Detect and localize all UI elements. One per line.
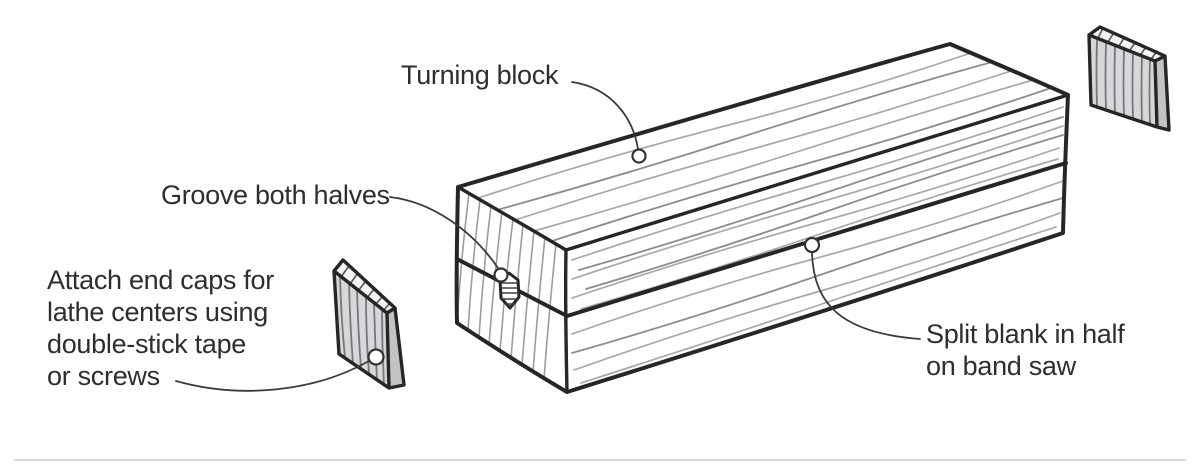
callout-dot-turning-block [631,148,647,164]
split-label: Split blank in half on band saw [926,318,1125,382]
front-face-grain-lower [571,180,1064,384]
leader-end-caps [175,360,370,392]
leader-lines [175,81,921,392]
block-outline [454,42,1070,394]
callout-dot-groove [493,267,509,283]
top-face-grain [477,52,1052,242]
end-cap-right-grain [1095,29,1158,126]
groove-cutout [498,271,521,310]
turning-block-label: Turning block [401,60,559,90]
leader-turning-block [571,81,639,150]
block-top-face [458,44,1068,250]
split-label-line1: Split blank in half [926,319,1125,349]
groove-label: Groove both halves [161,180,390,210]
end-caps-label-line3: double-stick tape [47,329,247,359]
split-label-line2: on band saw [926,351,1076,381]
callout-dot-end-cap [367,348,385,366]
callout-dot-split [803,236,821,254]
end-caps-label-line1: Attach end caps for [47,265,274,295]
end-caps-label: Attach end caps for lathe centers using … [47,264,274,392]
end-caps-label-line2: lathe centers using [47,297,268,327]
end-cap-right-drawing [1087,25,1171,132]
leader-groove [389,196,499,269]
end-cap-left-grain [339,265,391,386]
leader-split [811,251,921,340]
callout-dots [367,148,821,366]
block-inner-edges [456,93,1070,394]
end-cap-left-drawing [332,258,406,390]
end-caps-label-line4: or screws [47,361,160,391]
end-cap-left-outline [332,258,406,390]
end-cap-right-outline [1087,25,1171,132]
